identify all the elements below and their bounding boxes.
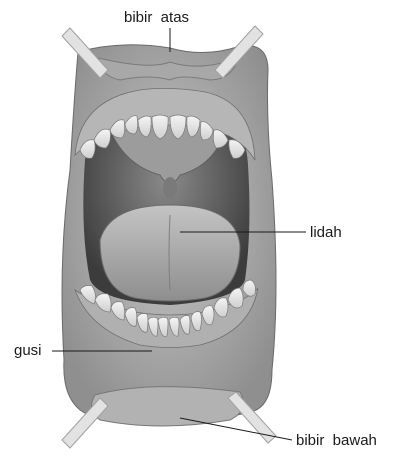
label-gums: gusi: [14, 343, 42, 358]
lower-lip: [91, 387, 243, 426]
label-tongue: lidah: [310, 225, 342, 240]
label-lower-lip: bibir bawah: [296, 433, 377, 448]
label-upper-lip: bibir atas: [124, 10, 189, 25]
leader-lower-lip: [180, 418, 292, 440]
uvula: [163, 177, 177, 199]
